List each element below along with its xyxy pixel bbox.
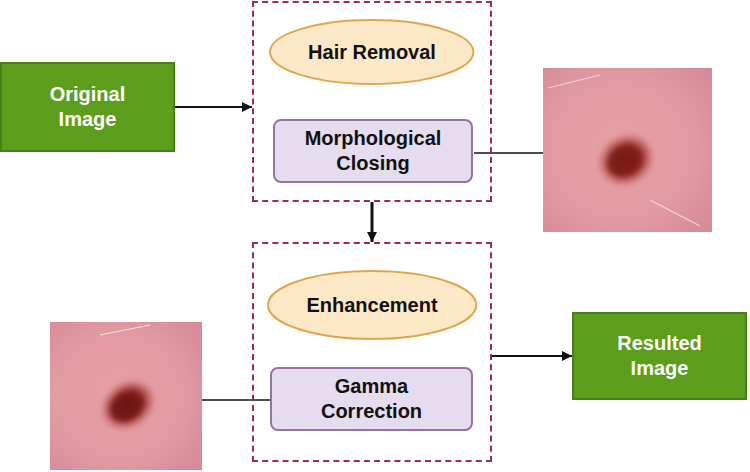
method-box: Morphological Closing: [273, 119, 473, 183]
skin-background: [543, 68, 712, 232]
flow-arrow: [175, 106, 252, 108]
leader-line: [474, 152, 543, 154]
stage-group: Hair RemovalMorphological Closing: [252, 1, 492, 202]
skin-image: [543, 68, 712, 232]
hair-trace: [650, 200, 700, 226]
node-label: Gamma Correction: [287, 374, 457, 424]
lesion-core: [604, 143, 645, 182]
flow-arrow: [492, 355, 572, 357]
lesion: [587, 122, 665, 197]
stage-group: EnhancementGamma Correction: [252, 242, 492, 462]
skin-image: [50, 322, 202, 470]
input-box: Original Image: [0, 62, 175, 152]
skin-background: [50, 322, 202, 470]
output-box: Resulted Image: [572, 312, 747, 400]
step-ellipse: Hair Removal: [269, 19, 474, 85]
lesion: [90, 368, 167, 442]
method-box: Gamma Correction: [270, 367, 473, 431]
hair-trace: [548, 75, 600, 88]
node-label: Hair Removal: [308, 40, 436, 65]
node-label: Enhancement: [306, 293, 437, 318]
lesion-core: [106, 388, 146, 426]
flow-arrow: [371, 202, 374, 242]
node-label: Resulted Image: [600, 331, 720, 381]
node-label: Original Image: [28, 82, 148, 132]
node-label: Morphological Closing: [283, 126, 463, 176]
hair-trace: [100, 325, 150, 335]
step-ellipse: Enhancement: [267, 270, 477, 340]
leader-line: [202, 399, 270, 401]
ellipse-shape: [270, 20, 473, 84]
ellipse-shape: [268, 271, 476, 339]
